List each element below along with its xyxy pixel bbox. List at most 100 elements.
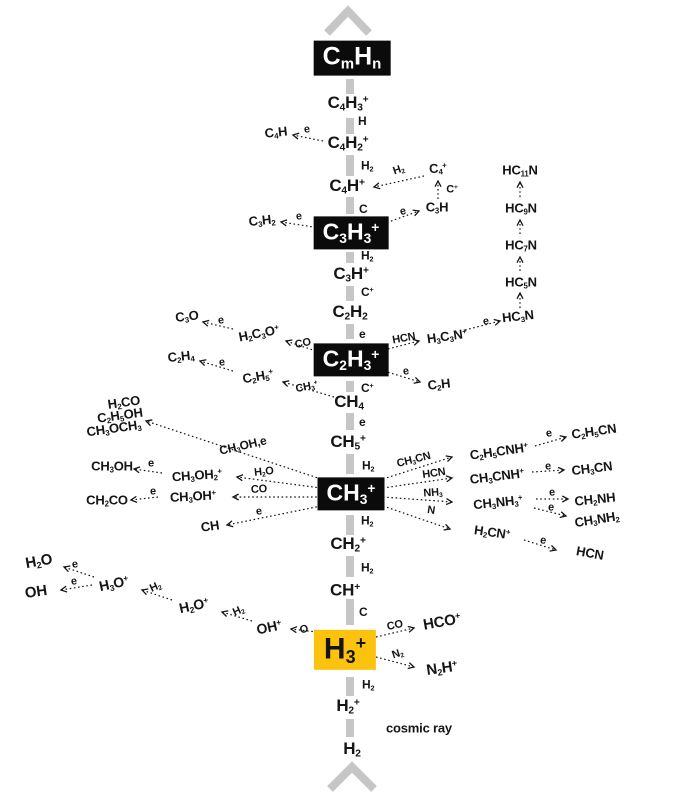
species-ch3oh2p: CH3OH2+	[171, 466, 223, 485]
reaction-arrow	[291, 629, 318, 632]
species-c2h3p: C2H3+	[313, 343, 389, 377]
reaction-label-h2: H2	[361, 158, 374, 174]
species-hc9n: HC9N	[505, 200, 537, 217]
reaction-arrow	[383, 341, 419, 351]
reaction-arrow	[293, 135, 324, 142]
species-c2h5cn: C2H5CN	[570, 420, 618, 442]
reaction-arrow	[533, 507, 566, 516]
reaction-arrow	[200, 361, 234, 372]
species-ch3nh3p: CH3NH3+	[472, 492, 523, 513]
reaction-label-e: e	[359, 327, 366, 341]
reaction-label-e: e	[359, 415, 366, 429]
species-c2h4: C2H4	[166, 347, 196, 365]
reaction-label-h2: H2	[361, 248, 374, 264]
species-cmhn: CmHn	[313, 40, 391, 76]
reaction-arrow	[237, 477, 322, 489]
species-c4h: C4H	[263, 123, 288, 141]
reaction-arrow	[464, 321, 500, 331]
species-ch3p: CH3+	[317, 477, 385, 511]
chevron-up-bottom-icon	[327, 761, 377, 792]
reaction-label-e: e	[398, 204, 408, 219]
reaction-label-n: N	[426, 504, 436, 517]
species-h2o: H2O	[24, 550, 54, 573]
reaction-label-h2: H2	[391, 163, 407, 178]
reaction-label-h2: H2	[361, 560, 374, 576]
reaction-label-e: e	[150, 485, 156, 498]
species-c2h2: C2H2	[332, 302, 368, 323]
reaction-label-nh3: NH3	[423, 486, 443, 500]
reaction-label-co: CO	[250, 482, 268, 497]
species-chp: CH+	[330, 580, 360, 600]
chevron-up-top-icon	[324, 5, 372, 36]
reaction-arrow	[382, 496, 452, 502]
reaction-label-e: e	[547, 501, 555, 514]
reaction-arrow	[222, 612, 253, 622]
reaction-arrow	[227, 505, 322, 525]
reaction-arrow	[286, 341, 317, 352]
species-hcn: HCN	[575, 543, 605, 563]
reaction-arrow	[382, 457, 452, 480]
reaction-label-cp: C+	[446, 183, 458, 196]
reaction-arrow	[142, 590, 173, 601]
reaction-label-h2o: H2O	[253, 464, 275, 479]
reaction-arrow	[534, 437, 566, 447]
species-c3h: C3H	[425, 199, 449, 216]
reaction-label-e: e	[544, 460, 552, 473]
reaction-arrow	[382, 478, 452, 489]
species-ch3cnhp: CH3CNH+	[468, 465, 525, 487]
reaction-label-h: H	[358, 114, 367, 128]
reaction-label-e: e	[70, 558, 79, 571]
reaction-label-hcn: HCN	[391, 330, 417, 347]
species-ch3och3: CH3OCH3	[85, 417, 143, 440]
species-oh: OH	[23, 582, 49, 602]
reaction-label-h2: H2	[147, 580, 164, 595]
reaction-label-ch3p: CH3+	[294, 379, 319, 396]
reaction-label-co: CO	[293, 335, 313, 352]
species-ch4: CH4	[334, 392, 364, 413]
reaction-label-h2: H2	[230, 604, 247, 619]
reaction-label-e: e	[544, 427, 553, 440]
reaction-label-cp: C+	[361, 381, 374, 395]
reaction-arrow	[382, 505, 450, 529]
reaction-label-e: e	[254, 505, 263, 518]
species-h3p: H3+	[313, 629, 377, 671]
reaction-label-e: e	[218, 356, 226, 369]
species-c4h3p: C4H3+	[327, 93, 369, 114]
reaction-label-h2: H2	[361, 513, 374, 529]
reaction-label-cosmicray: cosmic ray	[386, 720, 452, 736]
reaction-label-e: e	[548, 486, 556, 499]
reaction-arrow	[146, 421, 322, 480]
reaction-label-c: C	[359, 202, 368, 216]
reaction-label-e: e	[148, 457, 154, 470]
reaction-label-o: O	[298, 622, 310, 637]
species-c3o: C3O	[174, 307, 200, 325]
species-c2h5cnhp: C2H5CNH+	[468, 440, 529, 463]
reaction-label-h2: H2	[362, 458, 375, 474]
species-c2h5p: C2H5+	[241, 366, 274, 387]
species-ch2p: CH2+	[330, 534, 366, 555]
reaction-label-e: e	[482, 315, 490, 328]
species-c3h3p: C3H3+	[313, 216, 389, 250]
species-c4hp: C4H+	[329, 176, 365, 197]
reaction-label-ch3ohe: CH3OH,e	[217, 433, 268, 458]
species-ch5p: CH5+	[330, 432, 366, 453]
reaction-label-e: e	[539, 534, 547, 547]
species-ch3cn: CH3CN	[570, 458, 614, 479]
reaction-label-e: e	[401, 365, 411, 378]
reaction-arrows	[61, 135, 568, 667]
species-hc5n: HC5N	[505, 274, 537, 291]
species-ch3ohp: CH3OH+	[169, 487, 217, 505]
reaction-label-h2: H2	[362, 677, 375, 693]
reaction-arrow	[283, 382, 335, 398]
species-h2cnp: H2CN+	[473, 522, 511, 542]
species-h2c3op: H2C3O+	[237, 322, 280, 345]
reaction-label-e: e	[295, 210, 303, 223]
species-hc11n: HC11N	[502, 162, 538, 179]
reaction-label-e: e	[217, 314, 225, 327]
reaction-label-c: C	[359, 605, 368, 619]
species-ch3nh2: CH3NH2	[573, 508, 621, 531]
reaction-arrow	[531, 470, 564, 472]
